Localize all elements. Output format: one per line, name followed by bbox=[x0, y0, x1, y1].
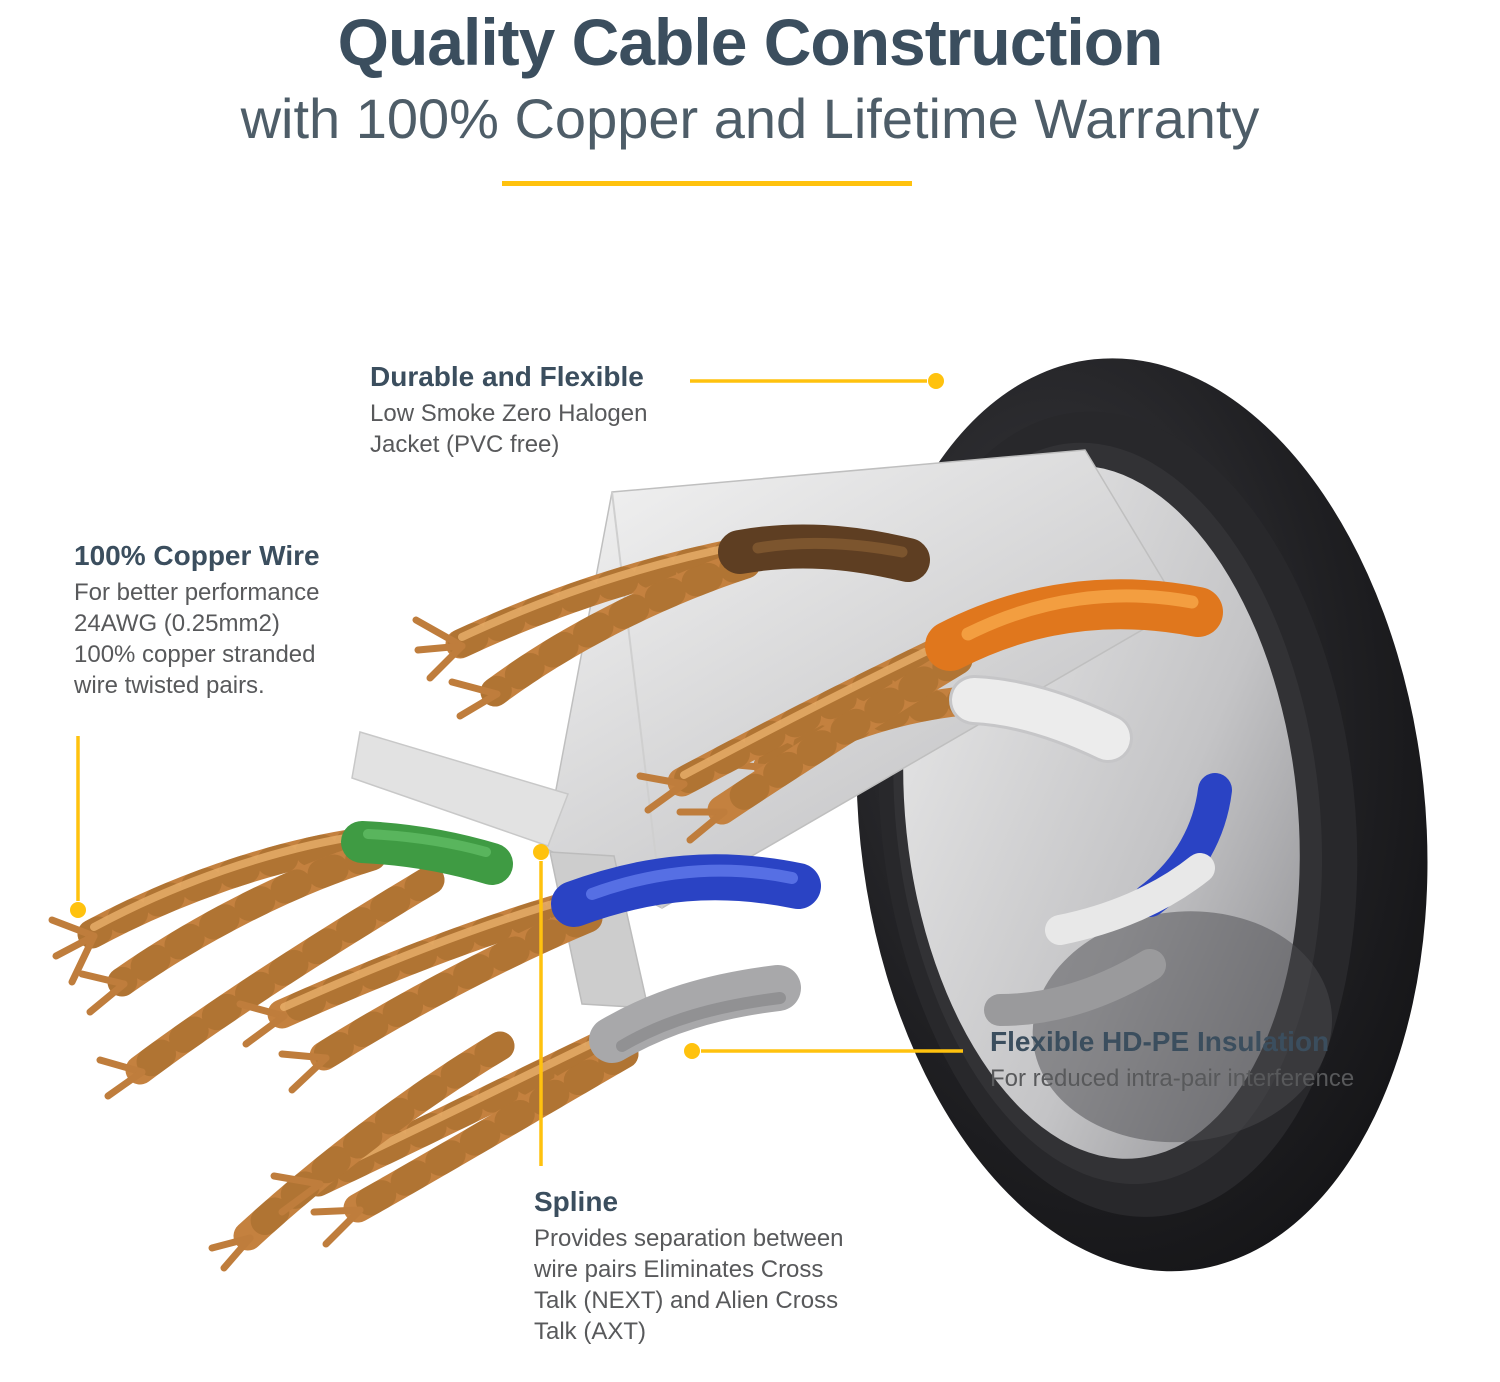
callout-dot-spline bbox=[533, 844, 549, 860]
wire-pair-gray bbox=[208, 965, 801, 1272]
callout-spline-line-4: Talk (AXT) bbox=[534, 1318, 647, 1345]
wire-pair-blue bbox=[236, 854, 821, 1094]
header: Quality Cable Construction with 100% Cop… bbox=[0, 0, 1500, 151]
callout-insulation-line-1: For reduced intra-pair interference bbox=[990, 1065, 1355, 1092]
callout-spline-line-3: Talk (NEXT) and Alien Cross bbox=[534, 1287, 839, 1314]
callout-spline-line-1: Provides separation between bbox=[534, 1225, 844, 1252]
callout-dot-durable bbox=[928, 373, 944, 389]
title-underline bbox=[502, 181, 912, 186]
callout-insulation: Flexible HD-PE Insulation For reduced in… bbox=[990, 1026, 1354, 1094]
callout-copper-line-4: wire twisted pairs. bbox=[74, 672, 265, 699]
page-title: Quality Cable Construction bbox=[337, 5, 1164, 79]
callout-connectors bbox=[70, 373, 963, 1166]
callout-copper-line-2: 24AWG (0.25mm2) bbox=[74, 610, 280, 637]
callout-copper-line-3: 100% copper stranded bbox=[74, 641, 316, 668]
callout-durable: Durable and Flexible Low Smoke Zero Halo… bbox=[370, 361, 647, 460]
callout-insulation-heading: Flexible HD-PE Insulation bbox=[990, 1026, 1330, 1057]
wire-pair-green bbox=[48, 821, 513, 1100]
callout-spline-line-2: wire pairs Eliminates Cross bbox=[534, 1256, 824, 1283]
wire-pair-brown bbox=[412, 524, 930, 720]
callout-copper: 100% Copper Wire For better performance … bbox=[74, 540, 320, 701]
callout-durable-line-2: Jacket (PVC free) bbox=[370, 431, 560, 458]
callout-spline-heading: Spline bbox=[534, 1186, 619, 1217]
callout-dot-insulation bbox=[684, 1043, 700, 1059]
page-subtitle: with 100% Copper and Lifetime Warranty bbox=[240, 87, 1260, 150]
callout-dot-copper bbox=[70, 902, 86, 918]
callout-spline: Spline Provides separation between wire … bbox=[534, 1186, 844, 1347]
callout-durable-line-1: Low Smoke Zero Halogen bbox=[370, 400, 648, 427]
callout-durable-heading: Durable and Flexible bbox=[370, 361, 644, 392]
callout-copper-line-1: For better performance bbox=[74, 579, 320, 606]
wire-pair-orange bbox=[636, 579, 1223, 844]
callout-copper-heading: 100% Copper Wire bbox=[74, 540, 320, 571]
